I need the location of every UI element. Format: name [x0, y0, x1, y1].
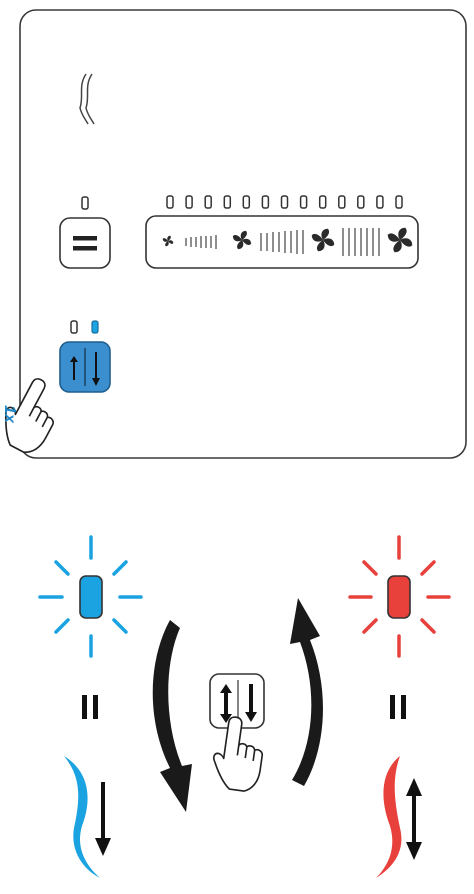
fan-speed-led [204, 195, 212, 209]
fan-speed-led [357, 195, 365, 209]
equals-icon-cool [82, 695, 98, 719]
warm-wave-icon [376, 756, 402, 878]
curved-arrow-icon-left [152, 620, 192, 812]
fan-speed-slider-icon [162, 227, 413, 256]
fan-speed-led [223, 195, 232, 209]
fan-speed-led [338, 195, 346, 209]
fan-speed-led [166, 195, 174, 209]
curved-arrow-icon-right [290, 598, 323, 786]
mode-button-led [81, 196, 89, 210]
down-arrow-icon [95, 782, 111, 856]
cool-led-blinking-icon [38, 535, 143, 658]
fan-speed-led [280, 195, 289, 209]
fan-speed-led [261, 195, 270, 209]
up-down-arrow-icon [406, 778, 422, 860]
flat-mode-button[interactable] [59, 217, 111, 269]
fan-speed-led [299, 195, 308, 209]
airflow-direction-button-icon [70, 348, 100, 386]
tap-count-label: 1x [1, 405, 18, 423]
mode-cycle-illustration [38, 535, 451, 878]
fan-speed-slider-frame[interactable] [145, 215, 419, 269]
airflow-direction-button[interactable] [59, 341, 111, 393]
fan-speed-led [376, 195, 384, 209]
cool-wave-icon [64, 756, 100, 878]
equals-icon [73, 236, 97, 251]
heat-wave-icon [79, 73, 95, 125]
direction-led-active [91, 320, 99, 334]
fan-speed-led [318, 195, 327, 209]
fan-speed-led [395, 195, 403, 209]
warm-led-blinking-icon [348, 535, 451, 658]
fan-speed-led [242, 195, 251, 209]
fan-speed-led [185, 195, 193, 209]
fan-speed-leds [166, 195, 403, 209]
control-panel [0, 9, 467, 460]
direction-led-off [70, 320, 78, 334]
fan-speed-slider[interactable] [145, 215, 419, 269]
flat-mode-button-frame[interactable] [59, 217, 111, 269]
equals-icon-warm [390, 695, 406, 719]
